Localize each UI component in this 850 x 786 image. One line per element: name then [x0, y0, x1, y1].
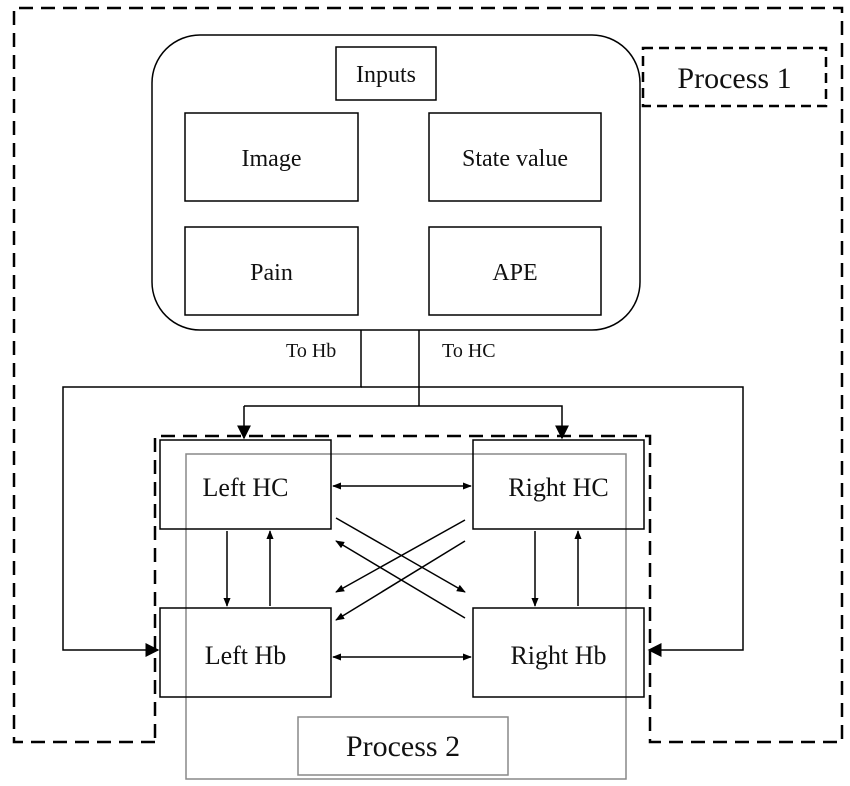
left-hb-right-hc-cross-arrow	[335, 540, 466, 621]
process2-boundary	[185, 453, 627, 780]
inputs-title-box	[335, 46, 437, 101]
to-hc-connector	[237, 330, 569, 440]
right-hc-label: Right HC	[508, 473, 608, 502]
process1-label-box	[641, 46, 828, 108]
process1-label: Process 1	[677, 62, 791, 95]
to-hc-label: To HC	[442, 340, 496, 362]
left-hb-box	[159, 607, 332, 698]
state-value-label: State value	[462, 146, 568, 172]
to-hb-connector	[62, 330, 744, 657]
process2-label: Process 2	[346, 730, 460, 763]
pain-label: Pain	[250, 260, 293, 286]
right-hb-label: Right Hb	[510, 641, 606, 670]
inputs-title: Inputs	[356, 62, 416, 88]
left-hc-right-hb-cross-arrow	[335, 517, 466, 593]
pain-box	[184, 226, 359, 316]
state-value-box	[428, 112, 602, 202]
right-hb-left-hc-cross-arrow	[335, 540, 466, 619]
process1-boundary	[12, 6, 844, 744]
right-hb-box	[472, 607, 645, 698]
to-hb-label: To Hb	[286, 340, 336, 362]
left-hb-label: Left Hb	[205, 641, 287, 670]
image-label: Image	[242, 146, 302, 172]
image-box	[184, 112, 359, 202]
right-hc-left-hb-cross-arrow	[335, 519, 466, 593]
left-hc-box	[159, 439, 332, 530]
node-connections	[223, 482, 582, 661]
ape-box	[428, 226, 602, 316]
ape-label: APE	[492, 260, 537, 286]
process2-label-box	[297, 716, 509, 776]
right-hc-box	[472, 439, 645, 530]
left-hc-label: Left HC	[203, 473, 289, 502]
